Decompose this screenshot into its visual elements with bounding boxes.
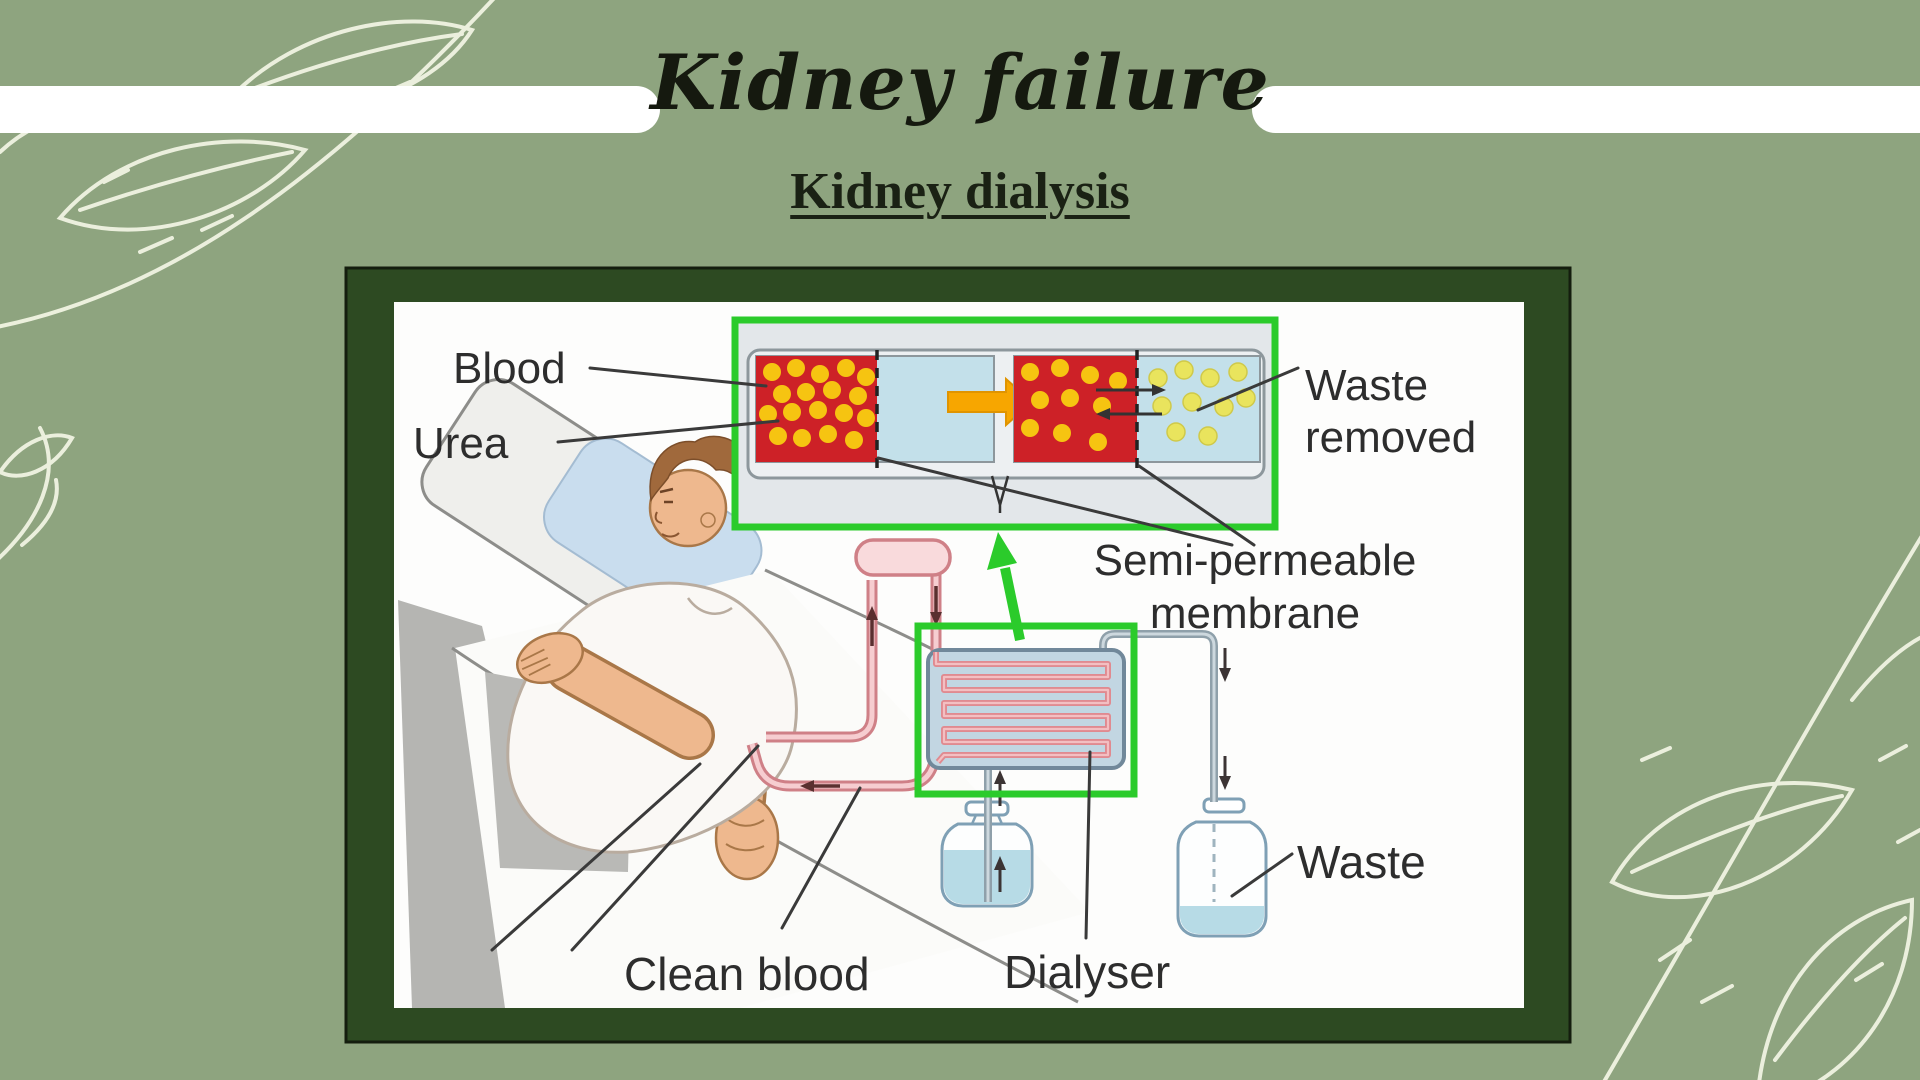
- particle-exchange-arrows: [1096, 384, 1166, 420]
- label-membrane-2: membrane: [1150, 589, 1360, 638]
- pointer-lines: [490, 366, 1300, 952]
- clean-blood-pointer-2: [570, 744, 760, 952]
- urea-particles-blood: [759, 359, 875, 449]
- label-waste: Waste: [1297, 836, 1426, 888]
- waste-fluid-bottle: [1176, 797, 1268, 938]
- label-clean-blood: Clean blood: [624, 948, 870, 1000]
- label-waste-removed-1: Waste: [1305, 361, 1428, 410]
- patient-head: [648, 435, 757, 548]
- label-waste-removed-2: removed: [1305, 413, 1476, 462]
- blood-tubes: [746, 538, 952, 792]
- waste-liquid: [1180, 906, 1264, 934]
- dialysis-fluid-tubes: [984, 630, 1231, 902]
- waste-particles-in-fluid: [1148, 360, 1256, 446]
- label-urea: Urea: [413, 419, 509, 468]
- membrane-inset: [731, 316, 1279, 531]
- dialyser-machine: [914, 622, 1138, 798]
- waste-removed-pointer: [1196, 366, 1300, 412]
- zoom-arrow: [987, 532, 1025, 642]
- membrane-pointer-1: [876, 456, 1234, 547]
- blood-pointer: [588, 366, 768, 388]
- urea-pointer: [556, 419, 780, 444]
- clean-blood-pointer-3: [780, 786, 862, 930]
- patient-on-bed: [398, 378, 1090, 1008]
- slide-title: Kidney failure: [650, 38, 1270, 127]
- label-membrane-1: Semi-permeable: [1094, 536, 1417, 585]
- clean-blood-pointer-1: [490, 762, 702, 952]
- membrane-pointer-2: [1137, 464, 1256, 547]
- dialyser-highlight-box: [914, 622, 1138, 798]
- title-rule-right: [1252, 86, 1920, 133]
- patient-crossed-arm: [516, 631, 715, 760]
- dialyser-casing: [926, 648, 1126, 770]
- drip-chamber: [854, 538, 952, 577]
- label-blood: Blood: [453, 344, 566, 393]
- label-dialyser: Dialyser: [1004, 946, 1170, 998]
- blood-flow-arrows: [800, 586, 942, 792]
- title-rule-left: [0, 86, 660, 133]
- fluid-flow-arrows: [994, 648, 1231, 892]
- chamber-after: [1013, 350, 1261, 468]
- slide-subtitle: Kidney dialysis: [790, 163, 1130, 220]
- dialyser-pointer: [1084, 750, 1092, 940]
- waste-pointer: [1230, 852, 1294, 898]
